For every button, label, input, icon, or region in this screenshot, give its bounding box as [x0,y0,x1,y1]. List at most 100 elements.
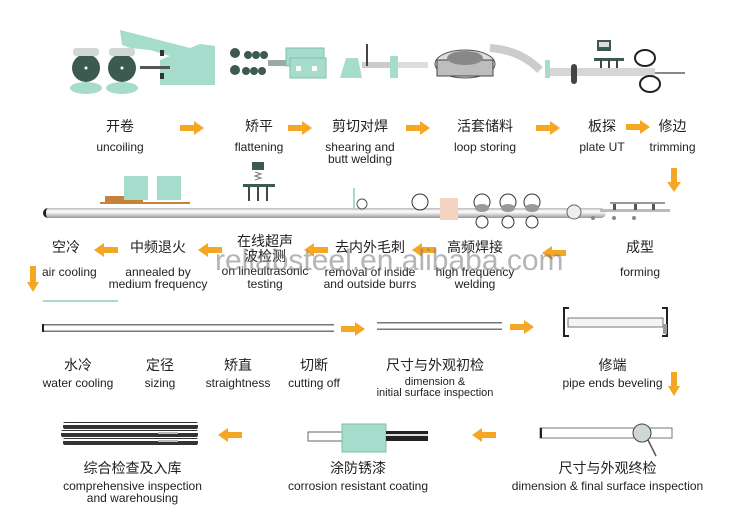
step-final-warehousing: 综合检查及入库 comprehensive inspection and war… [50,462,215,505]
arrow-left-icon [94,243,118,257]
step-zh: 活套储料 [457,119,513,135]
uncoiler-machine-icon [70,30,215,94]
arrow-icon [536,121,560,135]
arrow-left-icon [304,243,328,257]
pipe-line [43,208,606,218]
arrow-icon [626,120,650,134]
arrow-left-icon [198,243,222,257]
annealing-induction-icon [100,176,190,204]
arrow-left-icon [412,243,436,257]
step-en: comprehensive inspection and warehousing [63,478,202,506]
step-en: air cooling [42,264,97,279]
arrow-left-icon [218,428,242,442]
ultrasonic-tester-icon [243,162,275,201]
step-zh: 中频退火 [130,240,186,256]
step-en: on lineultrasonic testing [221,264,309,291]
arrow-icon [180,121,204,135]
step-en: loop storing [453,139,517,154]
step-trimming: 修边 trimming [645,120,700,153]
step-corrosion-coating: 涂防锈漆 corrosion resistant coating [278,462,438,492]
step-zh: 在线超声 波检测 [237,234,293,265]
watermark: reliabsteel.en.alibaba.com [215,244,564,277]
step-zh: 板探 [588,119,616,135]
step-en: removal of inside and outside burrs [323,264,417,292]
step-zh: 修端 [598,358,627,374]
step-en: flattening [234,139,284,154]
deburring-tool-icon [353,188,368,210]
step-final-inspection: 尺寸与外观终检 dimension & final surface inspec… [500,462,715,492]
step-ultrasonic-testing: 在线超声 波检测 on lineultrasonic testing [212,235,318,291]
beveled-pipe-icon [563,307,668,337]
step-en: trimming [649,139,696,154]
step-zh: 开卷 [106,119,134,135]
trimming-rollers-icon [634,49,685,93]
step-deburring: 去内外毛刺 removal of inside and outside burr… [318,241,422,291]
shear-butt-welder-icon [285,44,428,79]
loop-accumulator-icon [434,44,543,79]
arrow-left-icon [542,246,566,260]
final-inspection-pipe-icon [539,423,673,457]
arrow-icon [288,121,312,135]
step-en: high frequency welding [435,264,515,292]
step-zh: 空冷 [52,240,80,256]
step-en: dimension & initial surface inspection [376,375,494,400]
flattener-rollers-icon [230,48,286,75]
forming-rollers-icon [591,202,670,220]
step-en: water cooling [42,375,114,390]
step-zh: 尺寸与外观终检 [558,461,657,477]
step-zh: 水冷 [64,358,92,374]
step-zh: 去内外毛刺 [335,240,405,256]
finished-pipes-icon [61,422,198,445]
step-zh: 综合检查及入库 [83,461,182,477]
step-zh: 成型 [626,240,654,256]
step-forming: 成型 forming [610,241,670,278]
step-zh: 尺寸与外观初检 [386,358,484,374]
step-zh: 涂防锈漆 [330,461,386,477]
coating-machine-icon [307,423,428,453]
arrow-left-icon [472,428,496,442]
step-hf-welding: 高频焊接 high frequency welding [428,241,522,291]
step-annealing: 中频退火 annealed by medium frequency [98,241,218,291]
step-air-cooling: 空冷 air cooling [42,241,102,278]
step-en: forming [619,264,660,279]
arrow-icon [406,121,430,135]
hf-welding-rollers-icon [411,193,582,229]
step-zh: 矫直 [224,358,252,374]
arrow-down-icon [667,168,681,192]
ultrasonic-probe-icon [545,40,655,84]
step-shearing-welding: 剪切对焊 shearing and butt welding [318,120,402,166]
divider [43,300,118,302]
step-en: corrosion resistant coating [287,478,429,493]
step-flattening: 矫平 flattening [224,120,294,153]
step-en: dimension & final surface inspection [511,478,704,493]
step-en: pipe ends beveling [562,375,663,390]
step-pipe-ends-beveling: 修端 pipe ends beveling [555,359,670,389]
arrow-down-icon [668,372,680,396]
step-zh: 定径 [146,358,174,374]
step-plate-ut: 板探 plate UT [577,120,627,153]
arrow-down-icon [27,266,39,292]
step-sizing: 定径 sizing [135,359,185,389]
pipe-icon [42,324,334,332]
step-en: plate UT [579,139,625,154]
arrow-icon [510,320,534,334]
step-loop-storing: 活套储料 loop storing [440,120,530,153]
step-en: annealed by medium frequency [108,264,208,292]
step-en: cutting off [288,375,340,390]
step-zh: 切断 [300,358,328,374]
step-en: uncoiling [96,139,144,154]
step-zh: 高频焊接 [447,240,503,256]
pipe-icon [377,322,502,330]
arrow-icon [341,322,365,336]
step-zh: 修边 [658,119,687,135]
row1-machines [70,30,685,94]
step-en: straightness [205,375,271,390]
row2-machines [100,162,670,229]
step-zh: 剪切对焊 [332,119,388,135]
step-cutting-off: 切断 cutting off [282,359,346,389]
step-straightening: 矫直 straightness [200,359,276,389]
step-en: shearing and butt welding [325,139,395,167]
step-en: sizing [144,375,176,390]
step-initial-inspection: 尺寸与外观初检 dimension & initial surface insp… [360,359,510,400]
step-uncoiling: 开卷 uncoiling [90,120,150,153]
